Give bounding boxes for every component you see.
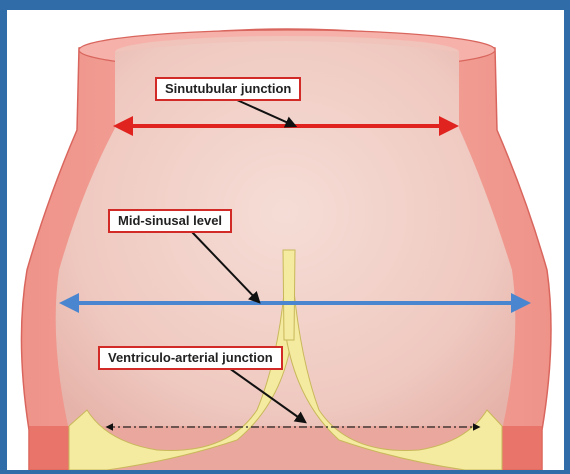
- ventriculo-arterial-junction-label: Ventriculo-arterial junction: [98, 346, 283, 370]
- diagram-canvas: Sinutubular junction Mid-sinusal level V…: [7, 10, 564, 470]
- sinotubular-junction-label: Sinutubular junction: [155, 77, 301, 101]
- commissure-post: [283, 250, 295, 340]
- mid-sinusal-level-label: Mid-sinusal level: [108, 209, 232, 233]
